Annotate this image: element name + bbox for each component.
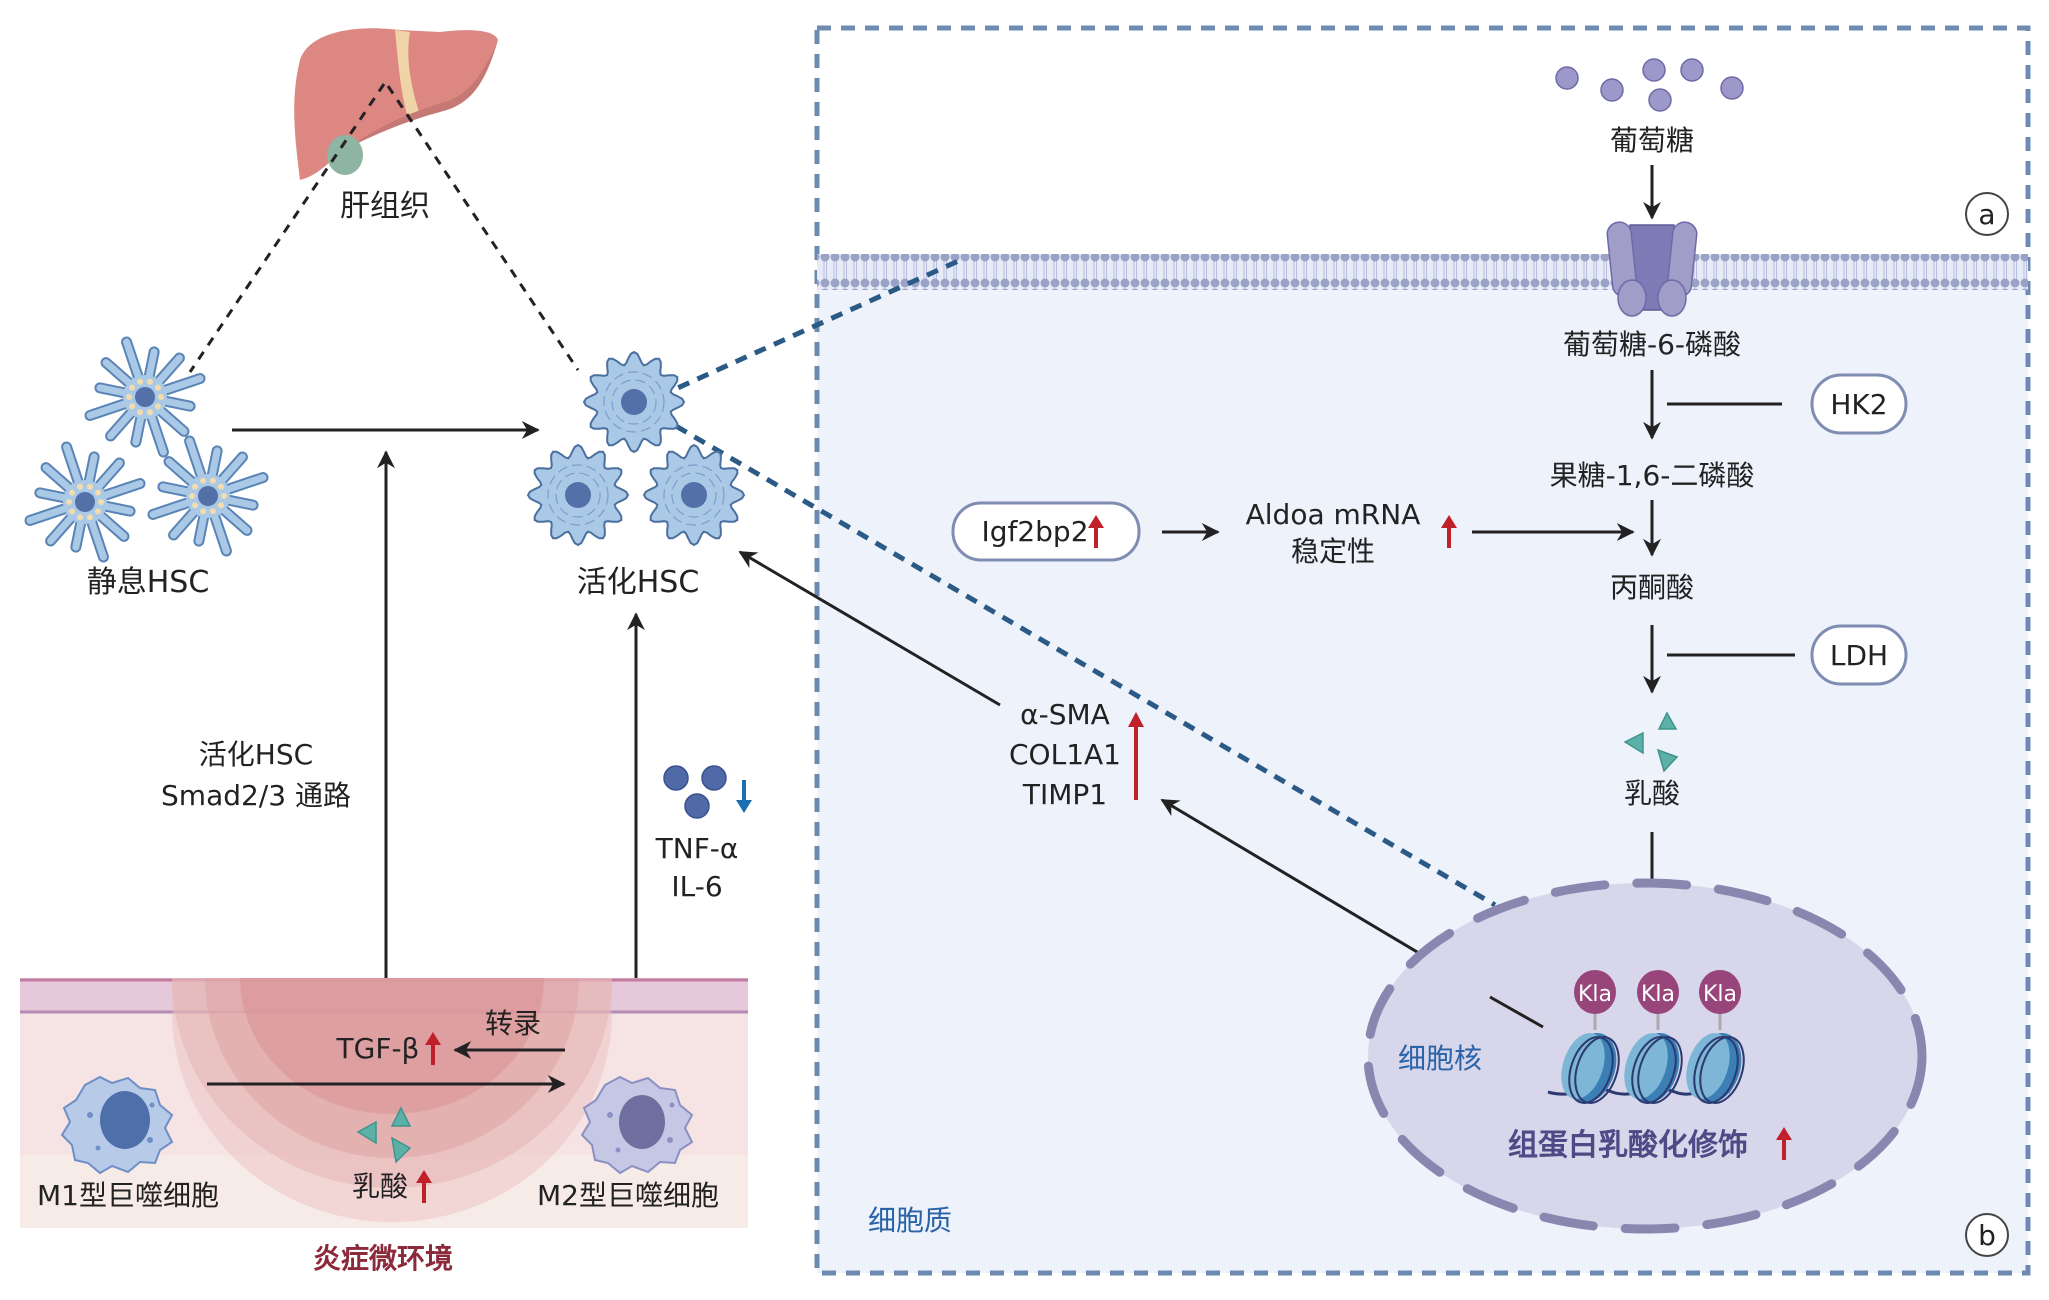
hk2-enzyme-pill xyxy=(1810,373,1908,435)
glucose-icon xyxy=(1555,58,1744,112)
alpha-sma-label: α-SMA xyxy=(1020,698,1110,731)
cytoplasm-label: 细胞质 xyxy=(868,1204,952,1237)
activated-hsc-cell xyxy=(526,443,630,547)
ldh-enzyme-pill xyxy=(1810,624,1908,686)
nucleosome: Kla xyxy=(1624,970,1683,1104)
zoom-line-bottom xyxy=(638,402,1497,908)
genes-to-hsc-arrow xyxy=(738,550,1001,707)
quiescent-hsc-cell xyxy=(84,336,206,458)
nucleosome: Kla xyxy=(1686,970,1745,1104)
tnf-alpha-label: TNF-α xyxy=(655,832,739,865)
tissue-lactate-label: 乳酸 xyxy=(352,1170,408,1203)
up-arrow-icon xyxy=(1441,515,1457,548)
lactate-icon xyxy=(356,1106,412,1164)
panel-a-label: a xyxy=(1978,198,1995,231)
microenvironment-caption: 炎症微环境 xyxy=(313,1242,453,1275)
kla-label: Kla xyxy=(1578,982,1612,1007)
liver-to-quiescent-dashed-line xyxy=(188,83,386,373)
smad-label-line2: Smad2/3 通路 xyxy=(161,779,351,812)
lactate-icon xyxy=(1623,711,1679,773)
g6p-label: 葡萄糖-6-磷酸 xyxy=(1563,328,1741,361)
m1-macrophage-icon xyxy=(60,1075,174,1175)
quiescent-hsc-icon xyxy=(24,336,269,563)
quiescent-hsc-cell xyxy=(147,435,269,557)
timp1-label: TIMP1 xyxy=(1022,778,1107,811)
hk2-label: HK2 xyxy=(1830,388,1887,421)
activated-hsc-label: 活化HSC xyxy=(577,565,700,600)
f16bp-label: 果糖-1,6-二磷酸 xyxy=(1550,459,1755,492)
up-arrow-icon xyxy=(1776,1127,1792,1160)
nucleosome-group: Kla Kla Kla xyxy=(1547,970,1745,1104)
activated-hsc-cell xyxy=(582,350,686,454)
igf2bp2-label: Igf2bp2 xyxy=(981,515,1088,548)
kla-mark: Kla xyxy=(1637,970,1679,1014)
aldoa-stability-label: 稳定性 xyxy=(1291,535,1375,568)
panel-dashed-border xyxy=(814,25,2031,1276)
tgf-beta-label: TGF-β xyxy=(336,1032,420,1065)
up-arrow-icon xyxy=(1088,515,1104,548)
kla-mark: Kla xyxy=(1574,970,1616,1014)
col1a1-label: COL1A1 xyxy=(1009,738,1121,771)
liver-to-activated-dashed-line xyxy=(386,85,580,371)
nucleus-arrow-start xyxy=(1489,995,1544,1029)
activated-hsc-cell xyxy=(642,443,746,547)
aldoa-mrna-label: Aldoa mRNA xyxy=(1246,498,1421,531)
panel-a-marker: a xyxy=(1965,192,2009,236)
igf2bp2-pill xyxy=(951,501,1141,562)
il6-label: IL-6 xyxy=(671,870,722,903)
liver-label: 肝组织 xyxy=(340,189,430,224)
transcription-label: 转录 xyxy=(485,1007,541,1040)
liver-icon xyxy=(294,28,498,181)
nucleosome: Kla xyxy=(1561,970,1620,1104)
histone-lactylation-label: 组蛋白乳酸化修饰 xyxy=(1508,1128,1748,1163)
nucleus-label: 细胞核 xyxy=(1398,1042,1482,1075)
quiescent-hsc-cell xyxy=(24,441,146,563)
up-arrow-icon xyxy=(1128,712,1144,800)
cell-membrane xyxy=(817,254,2028,290)
kla-mark: Kla xyxy=(1699,970,1741,1014)
up-arrow-icon xyxy=(425,1032,441,1065)
glucose-label: 葡萄糖 xyxy=(1610,124,1694,157)
down-arrow-icon xyxy=(736,780,752,813)
activated-hsc-icon xyxy=(526,350,746,547)
quiescent-hsc-label: 静息HSC xyxy=(87,565,210,600)
smad-label-line1: 活化HSC xyxy=(199,738,313,771)
zoom-line-top xyxy=(638,255,967,408)
ldh-label: LDH xyxy=(1830,639,1888,672)
up-arrow-icon xyxy=(416,1170,432,1203)
m1-macrophage-label: M1型巨噬细胞 xyxy=(37,1179,219,1212)
kla-label: Kla xyxy=(1641,982,1675,1007)
m2-macrophage-icon xyxy=(580,1075,694,1175)
kla-label: Kla xyxy=(1703,982,1737,1007)
glucose-transporter-icon xyxy=(1606,221,1698,317)
panel-b-marker: b xyxy=(1965,1213,2009,1257)
panel-b-label: b xyxy=(1978,1219,1996,1252)
cytokine-icon xyxy=(663,765,727,819)
cell-lactate-label: 乳酸 xyxy=(1624,777,1680,810)
pyruvate-label: 丙酮酸 xyxy=(1610,571,1694,604)
m2-macrophage-label: M2型巨噬细胞 xyxy=(537,1179,719,1212)
